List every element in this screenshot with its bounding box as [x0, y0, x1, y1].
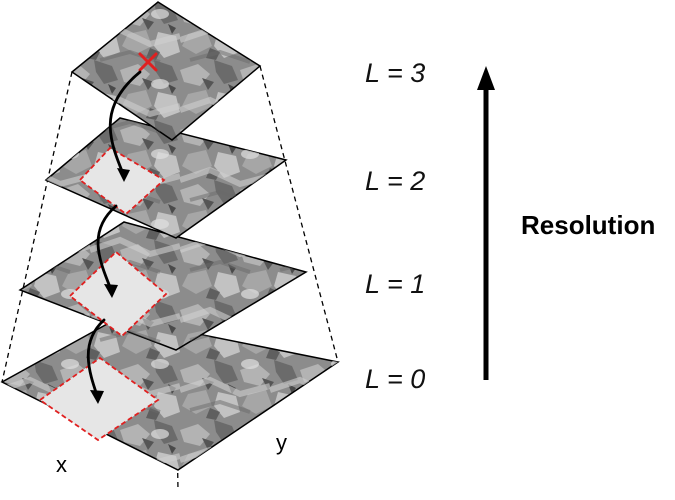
level-2-highlight [78, 146, 166, 216]
level-0-label: L = 0 [365, 364, 425, 394]
y-axis-label: y [276, 430, 287, 455]
level-3-tile [70, 1, 262, 141]
curved-arrow-icon [86, 318, 106, 400]
level-1-tile [18, 221, 308, 351]
level-2-label: L = 2 [365, 166, 425, 196]
curved-arrow-icon [108, 70, 142, 178]
x-axis-label: x [56, 452, 67, 477]
level-2-tile [44, 117, 288, 239]
curved-arrow-icon [96, 204, 118, 294]
red-x-marker-icon [138, 52, 158, 72]
level-1-highlight [68, 250, 168, 338]
resolution-label: Resolution [521, 210, 655, 240]
curved-arrows [86, 70, 142, 400]
up-arrow-icon [477, 66, 495, 380]
level-1-label: L = 1 [365, 269, 425, 299]
level-3-label: L = 3 [365, 58, 425, 88]
arrow-heads [90, 168, 130, 404]
